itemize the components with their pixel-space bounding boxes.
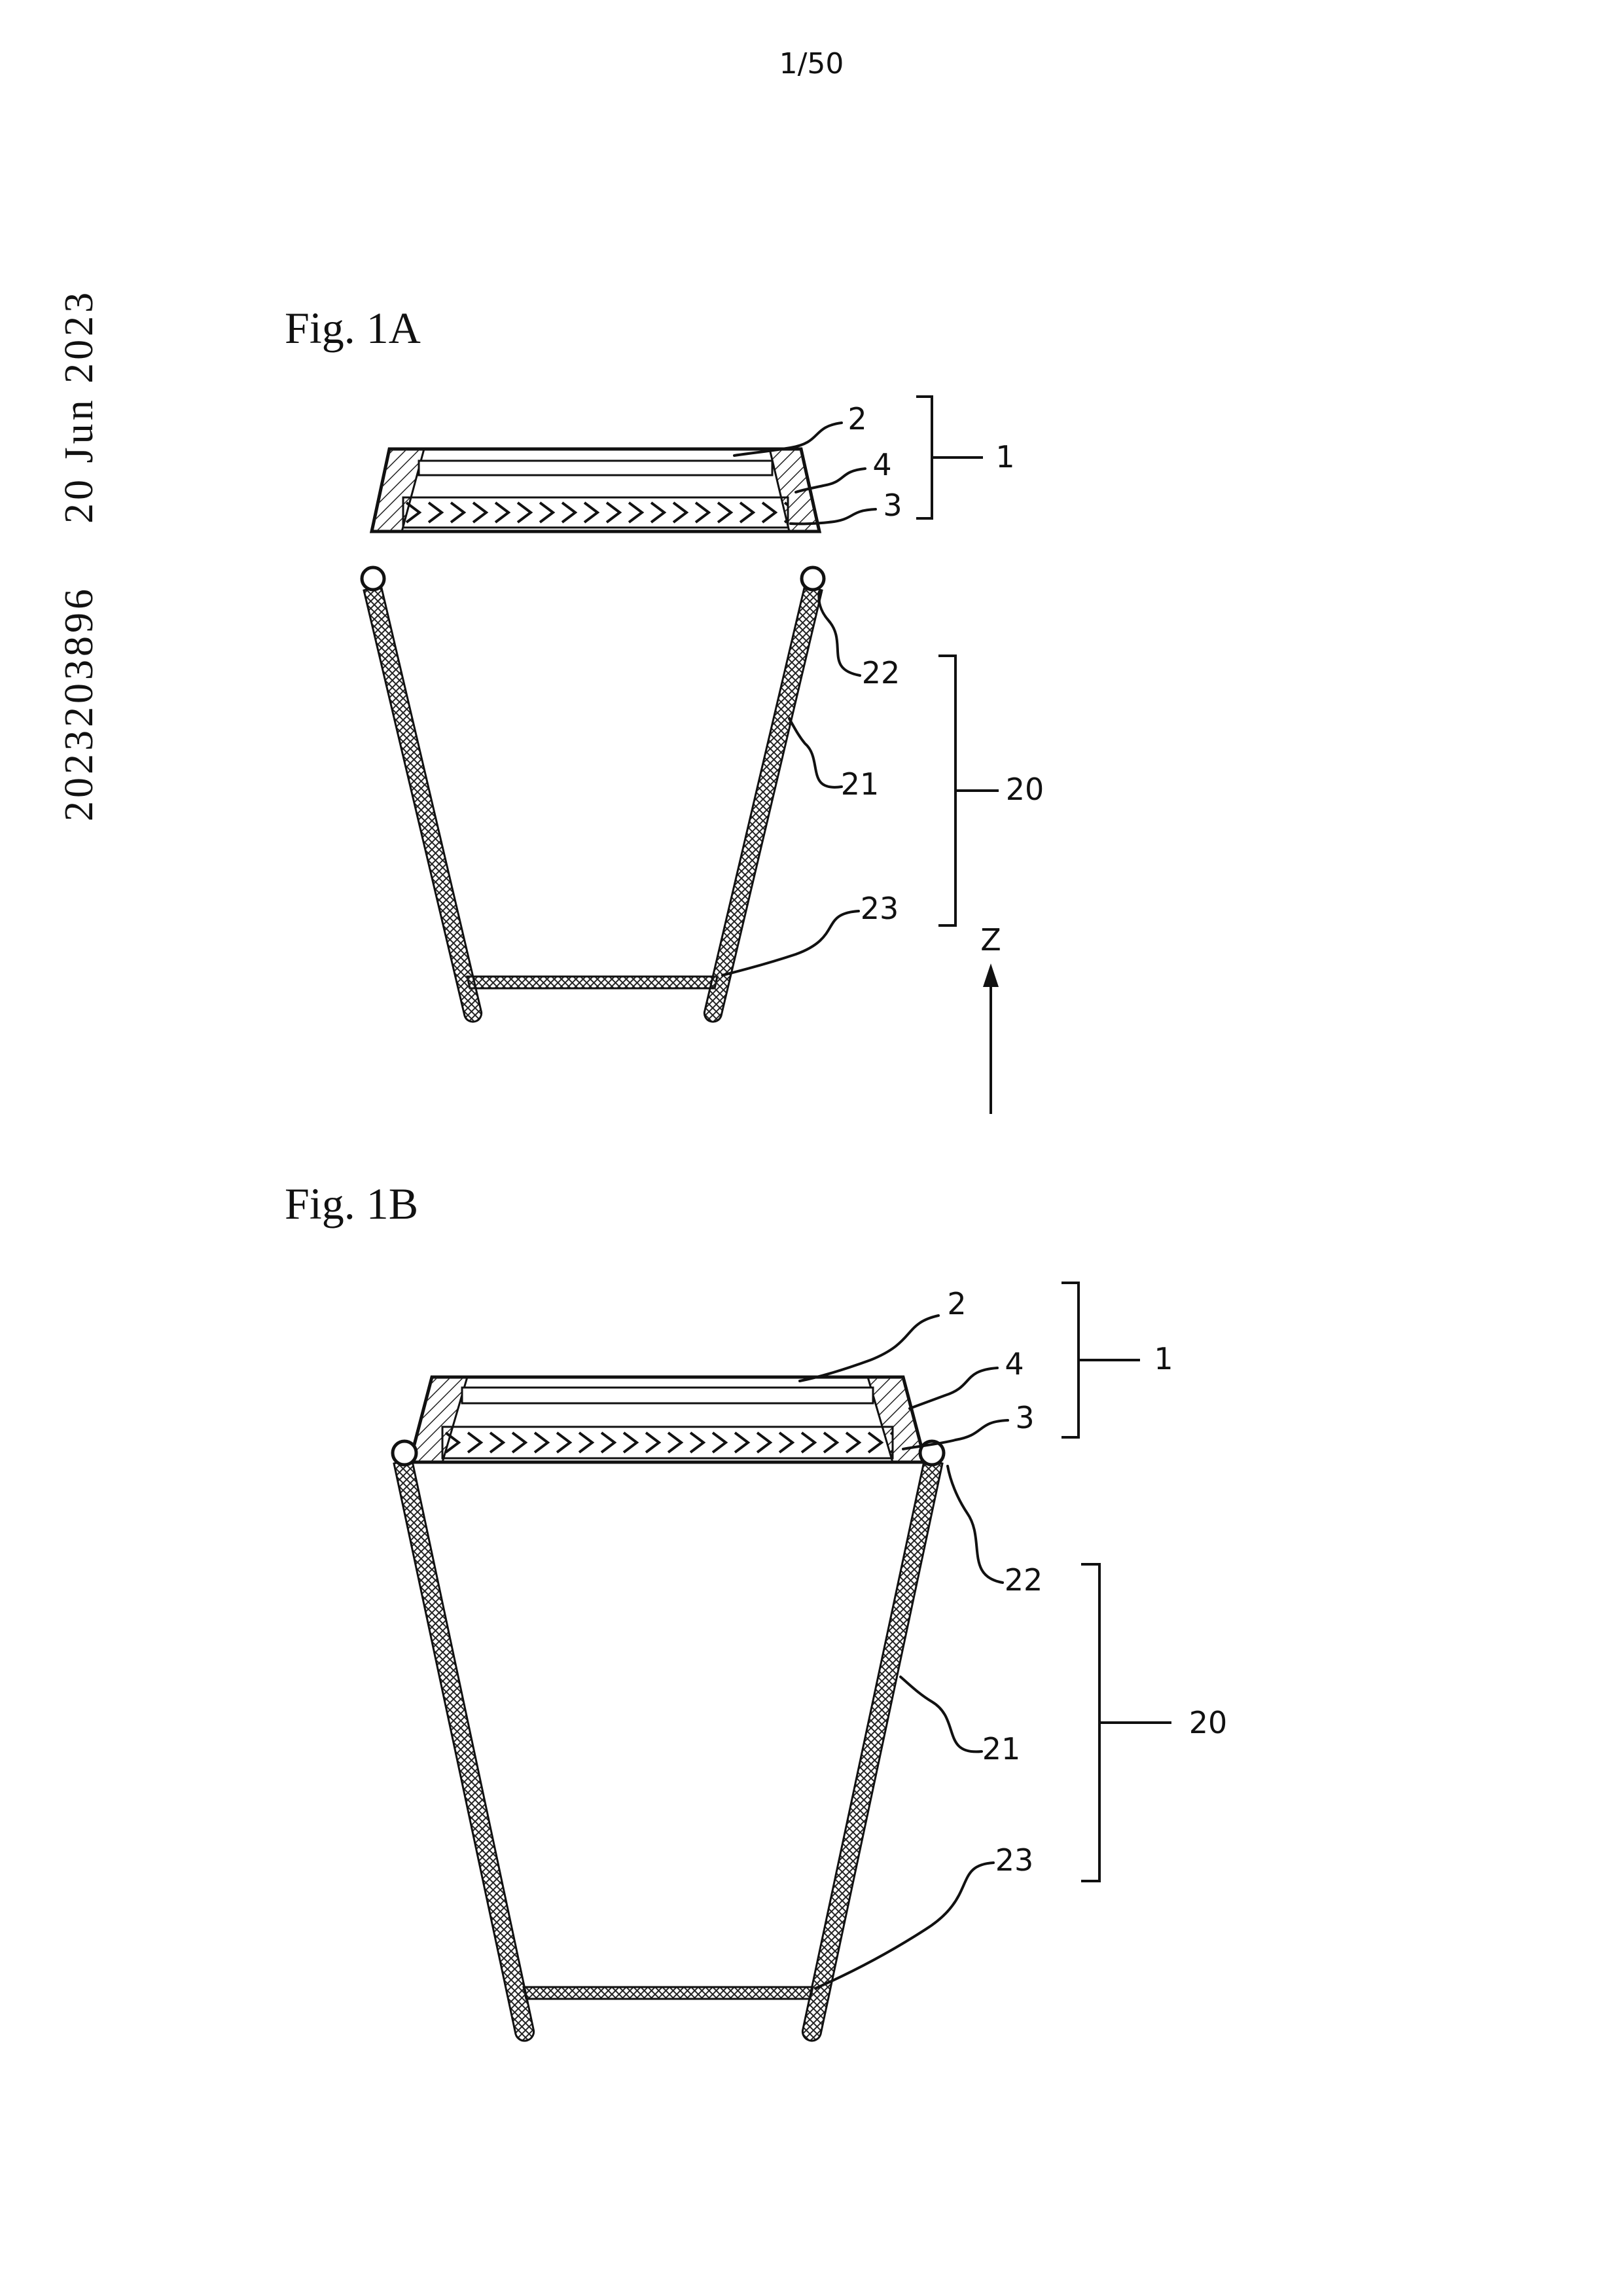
leader-line-22 (946, 1465, 1004, 1584)
fig1a-lid-cross-section (369, 447, 822, 533)
lid-seal-layer (441, 1426, 894, 1460)
bracket-container-assembly (938, 655, 957, 927)
cup-right-wall (703, 584, 823, 1023)
ref-label-2: 2 (947, 1286, 966, 1321)
leader-line-4 (908, 1367, 999, 1410)
lid-top-film (418, 459, 774, 476)
bracket-container-assembly (1081, 1563, 1101, 1882)
fig1a-drawing: 2 4 3 1 22 21 20 23 Z (360, 395, 1044, 1114)
cup-left-rim-curl (360, 565, 386, 592)
fig1a-label: Fig. 1A (285, 303, 421, 353)
cup-left-wall (393, 1457, 535, 2042)
cup-right-rim-curl (918, 1439, 946, 1467)
lid-top-film (461, 1386, 874, 1405)
ref-label-23: 23 (995, 1842, 1034, 1878)
ref-label-1: 1 (995, 439, 1014, 475)
leader-line-23 (721, 910, 860, 977)
ref-label-1: 1 (1154, 1341, 1173, 1376)
leader-line-23 (814, 1861, 995, 1990)
ref-label-4: 4 (1005, 1346, 1024, 1382)
lid-left-edge-member (370, 448, 425, 533)
ref-label-3: 3 (883, 488, 902, 523)
fig1b-label: Fig. 1B (285, 1179, 419, 1229)
ref-label-23: 23 (861, 891, 899, 926)
leader-line-21 (899, 1676, 983, 1753)
bracket-lid-assembly (916, 395, 933, 520)
ref-label-22: 22 (862, 655, 901, 691)
lid-left-edge-member (408, 1376, 469, 1463)
fig1b-drawing: 2 4 3 1 22 21 20 23 (391, 1282, 1228, 2042)
cup-left-wall (363, 584, 483, 1023)
leader-line-4 (794, 467, 866, 493)
leader-line-3 (789, 508, 877, 526)
leader-line-22 (817, 590, 861, 677)
bracket-lid-assembly (1061, 1282, 1080, 1439)
lid-seal-layer (402, 496, 789, 529)
cup-right-wall (801, 1457, 944, 2042)
cup-right-rim-curl (800, 565, 826, 592)
ref-label-2: 2 (847, 401, 866, 437)
fig1a-cup-cross-section (360, 565, 826, 1023)
ref-label-20: 20 (1189, 1705, 1228, 1740)
ref-label-3: 3 (1015, 1400, 1034, 1435)
leader-line-2 (798, 1314, 940, 1382)
ref-label-20: 20 (1006, 772, 1044, 807)
fig1b-cup-cross-section (391, 1439, 946, 2042)
leader-line-21 (788, 717, 843, 789)
cup-bottom-wall (466, 975, 719, 990)
leader-line-2 (733, 422, 843, 457)
cup-left-rim-curl (391, 1439, 418, 1467)
z-axis-arrowhead-icon (983, 963, 999, 987)
ref-label-21: 21 (841, 766, 880, 802)
ref-label-22: 22 (1005, 1562, 1043, 1598)
leader-line-3 (902, 1419, 1009, 1450)
ref-label-4: 4 (872, 447, 891, 482)
z-axis-label: Z (980, 922, 1001, 958)
cup-bottom-wall (522, 1986, 814, 2000)
page-number: 1/50 (779, 47, 844, 81)
ref-label-21: 21 (982, 1731, 1021, 1767)
fig1b-lid-cross-section (407, 1375, 928, 1464)
